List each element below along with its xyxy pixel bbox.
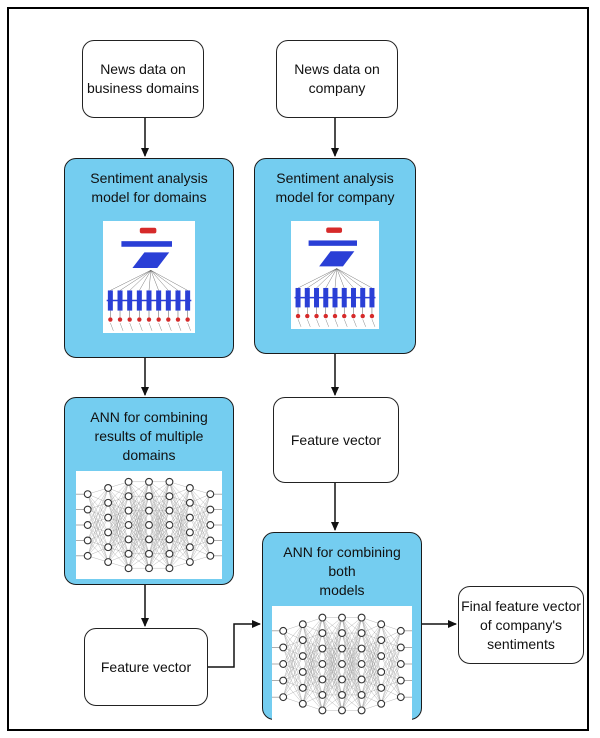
node-news-company-label: News data on company — [294, 61, 380, 96]
sentiment-model-diagram-icon — [103, 221, 195, 333]
node-sentiment-model-company-label: Sentiment analysis model for company — [275, 170, 395, 205]
neural-network-icon — [76, 471, 222, 579]
node-feature-vector-company-label: Feature vector — [290, 431, 382, 448]
node-news-domains: News data on business domains — [82, 40, 204, 118]
node-sentiment-model-company: Sentiment analysis model for company — [254, 158, 416, 354]
node-feature-vector-company: Feature vector — [273, 397, 399, 483]
arrow-feature-vector-domains-to-ann-both — [208, 620, 261, 668]
node-sentiment-model-domains: Sentiment analysis model for domains — [64, 158, 234, 358]
node-news-domains-label: News data on business domains — [86, 61, 200, 96]
node-feature-vector-domains-label: Feature vector — [100, 658, 192, 675]
node-final-feature-vector: Final feature vector of company's sentim… — [458, 586, 584, 664]
node-sentiment-model-domains-label: Sentiment analysis model for domains — [90, 170, 208, 205]
sentiment-model-diagram-icon — [291, 221, 379, 329]
node-feature-vector-domains: Feature vector — [84, 628, 208, 706]
node-news-company: News data on company — [276, 40, 398, 118]
neural-network-icon — [272, 606, 412, 722]
node-ann-both-models: ANN for combining both models — [262, 532, 422, 722]
node-final-feature-vector-label: Final feature vector of company's sentim… — [461, 597, 581, 652]
node-ann-both-models-label: ANN for combining both models — [283, 544, 401, 598]
node-ann-domains-label: ANN for combining results of multiple do… — [90, 409, 208, 463]
node-ann-domains: ANN for combining results of multiple do… — [64, 397, 234, 585]
